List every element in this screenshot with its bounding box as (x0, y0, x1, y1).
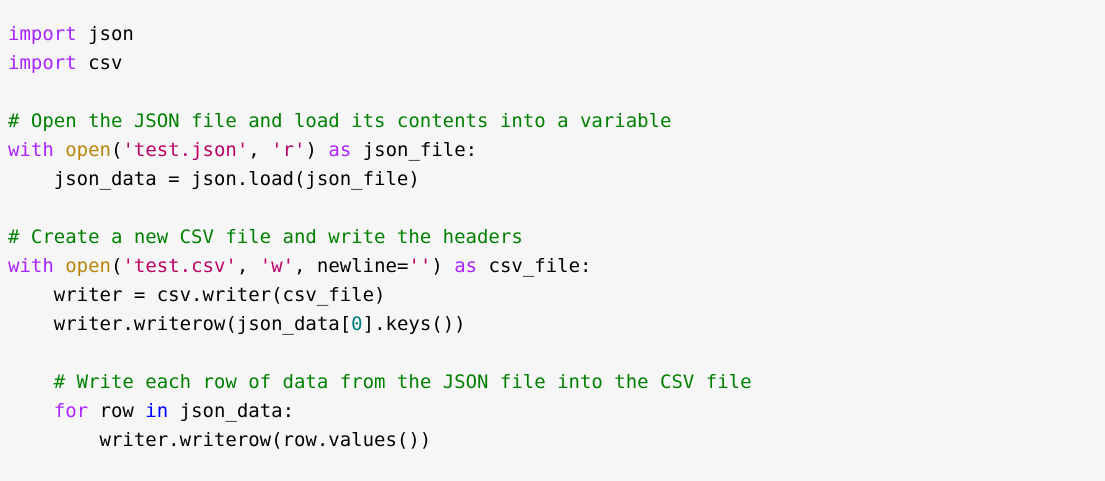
code-token-plain: csv (76, 52, 123, 74)
code-line: # Open the JSON file and load its conten… (8, 107, 1105, 136)
code-token-plain: writer = csv.writer(csv_file) (8, 284, 386, 306)
code-line: # Create a new CSV file and write the he… (8, 223, 1105, 252)
code-token-plain: ( (110, 139, 123, 161)
code-token-number: 0 (351, 313, 363, 335)
code-token-keyword: import (8, 23, 77, 45)
code-line: writer.writerow(row.values()) (8, 426, 1105, 455)
code-token-plain: ( (110, 255, 123, 277)
code-token-comment: # Create a new CSV file and write the he… (8, 226, 523, 248)
code-token-comment: # Write each row of data from the JSON f… (53, 371, 752, 393)
code-token-keyword: for (53, 400, 89, 422)
code-token-string: 'test.json' (122, 139, 249, 161)
code-token-string: 'w' (259, 255, 295, 277)
code-line (8, 339, 1105, 368)
code-line (8, 194, 1105, 223)
code-token-plain: json_data: (168, 400, 295, 422)
code-token-keyword: import (8, 52, 77, 74)
code-token-plain: ].keys()) (362, 313, 466, 335)
code-token-plain: csv_file: (477, 255, 592, 277)
code-token-string: '' (408, 255, 432, 277)
code-token-plain: json_file: (351, 139, 478, 161)
code-line: import json (8, 20, 1105, 49)
code-token-keyword: as (454, 255, 478, 277)
code-line: with open('test.csv', 'w', newline='') a… (8, 252, 1105, 281)
code-line: json_data = json.load(json_file) (8, 165, 1105, 194)
code-token-operator_keyword: in (145, 400, 169, 422)
code-token-keyword: with (8, 139, 54, 161)
code-token-plain (8, 400, 54, 422)
code-token-plain (54, 139, 65, 161)
code-token-string: 'r' (271, 139, 306, 161)
code-line: writer = csv.writer(csv_file) (8, 281, 1105, 310)
code-line: with open('test.json', 'r') as json_file… (8, 136, 1105, 165)
code-token-keyword: with (8, 255, 54, 277)
code-token-plain: writer.writerow(json_data[ (8, 313, 352, 335)
code-token-plain: , newline= (294, 255, 409, 277)
code-line: writer.writerow(json_data[0].keys()) (8, 310, 1105, 339)
code-token-plain: row (88, 400, 146, 422)
code-token-plain: json_data = json.load(json_file) (8, 168, 420, 190)
code-token-plain: , (236, 255, 260, 277)
code-token-plain (8, 371, 54, 393)
code-token-plain: writer.writerow(row.values()) (8, 429, 432, 451)
code-token-plain: ) (431, 255, 455, 277)
code-token-keyword: as (328, 139, 352, 161)
code-line (8, 78, 1105, 107)
code-token-string: 'test.csv' (122, 255, 237, 277)
code-token-plain: ) (305, 139, 329, 161)
code-token-builtin: open (65, 255, 111, 277)
code-line: for row in json_data: (8, 397, 1105, 426)
code-token-plain: , (248, 139, 272, 161)
code-token-plain (54, 255, 65, 277)
code-line: # Write each row of data from the JSON f… (8, 368, 1105, 397)
code-line: import csv (8, 49, 1105, 78)
code-token-plain: json (76, 23, 134, 45)
code-token-builtin: open (65, 139, 111, 161)
code-token-comment: # Open the JSON file and load its conten… (8, 110, 672, 132)
